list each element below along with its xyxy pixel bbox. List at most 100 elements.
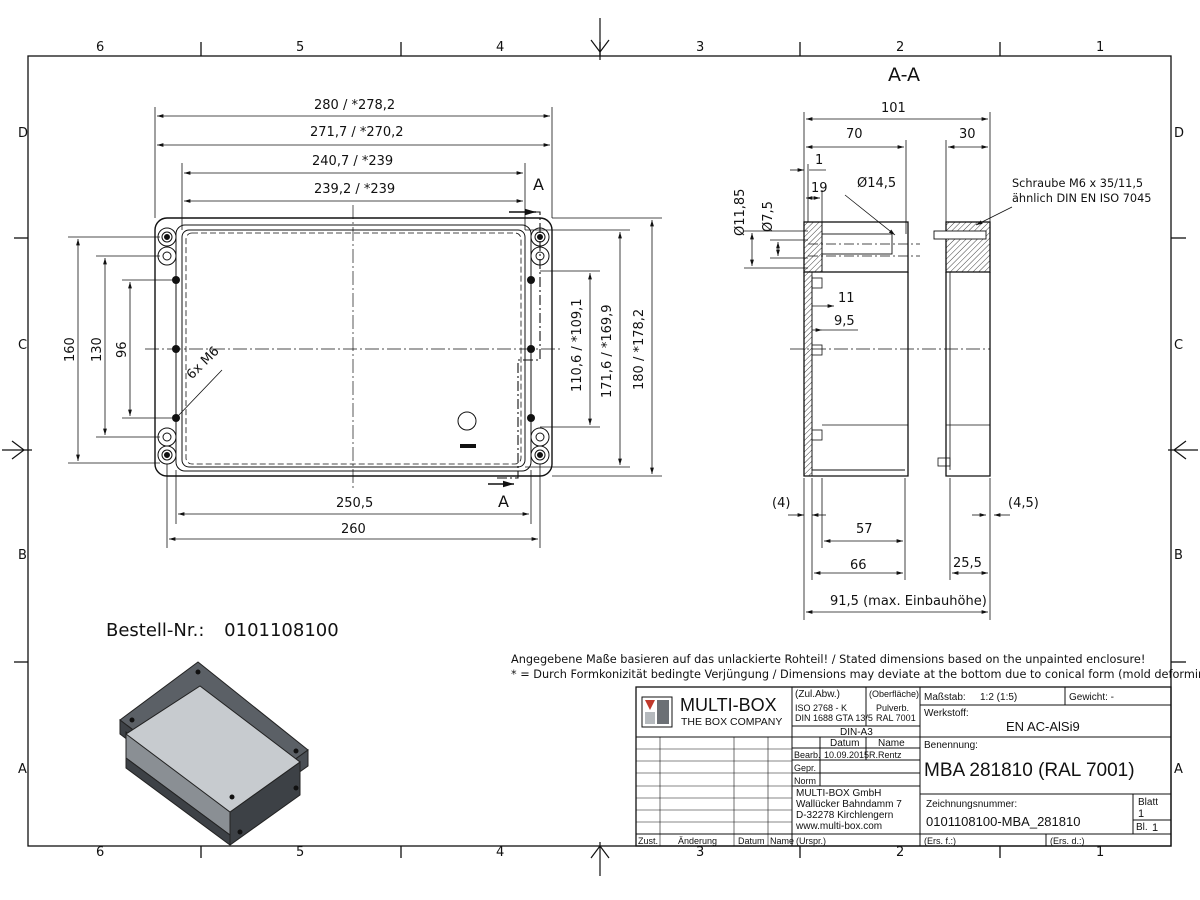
address-3: D-32278 Kirchlengern [796, 810, 894, 821]
bearb-name: R.Rentz [869, 750, 902, 760]
plan-view [68, 107, 662, 548]
sheet-label: Blatt [1138, 797, 1159, 808]
zone-right-B: B [1174, 548, 1183, 563]
note-line-2: * = Durch Formkonizität bedingte Verjüng… [511, 668, 1200, 681]
col-datum: Datum [738, 836, 765, 846]
company-name: MULTI-BOX [680, 695, 777, 715]
dim-280: 280 / *278,2 [314, 98, 396, 113]
dim-19: 19 [811, 181, 828, 196]
dim-4-5: (4,5) [1008, 496, 1039, 511]
col-zust: Zust. [638, 836, 659, 846]
dim-171: 171,6 / *169,9 [600, 304, 615, 398]
sheets-value: 1 [1152, 822, 1159, 834]
zone-left-A: A [18, 762, 27, 777]
scale-label: Maßstab: [924, 692, 966, 703]
zone-top-1: 1 [1096, 40, 1105, 55]
screw-note-1: Schraube M6 x 35/11,5 [1012, 177, 1144, 190]
designation-value: MBA 281810 (RAL 7001) [924, 760, 1135, 781]
dim-250: 250,5 [336, 496, 374, 511]
zone-right-A: A [1174, 762, 1183, 777]
dim-57: 57 [856, 522, 873, 537]
weight-label: Gewicht: - [1069, 692, 1115, 703]
order-label: Bestell-Nr.: [106, 620, 205, 641]
dim-91-5: 91,5 (max. Einbauhöhe) [830, 594, 987, 609]
replaced-by-label: (Ers. d.:) [1050, 836, 1085, 846]
dim-240: 240,7 / *239 [312, 154, 394, 169]
company-tagline: THE BOX COMPANY [681, 716, 783, 728]
dim-25-5: 25,5 [953, 556, 982, 571]
bearb-date: 10.09.2015 [824, 750, 870, 760]
row-bearb: Bearb. [794, 750, 821, 760]
header-datum: Datum [830, 738, 860, 749]
tol-iso: ISO 2768 - K [795, 703, 848, 713]
zone-left-B: B [18, 548, 27, 563]
dim-1: 1 [815, 153, 824, 168]
zone-bottom-6: 6 [96, 845, 105, 860]
dim-66: 66 [850, 558, 867, 573]
section-title: A-A [888, 64, 921, 86]
dim-180: 180 / *178,2 [632, 308, 647, 390]
material-value: EN AC-AlSi9 [1006, 719, 1080, 734]
zone-bottom-1: 1 [1096, 845, 1105, 860]
zone-bottom-5: 5 [296, 845, 305, 860]
zone-top-2: 2 [896, 40, 905, 55]
row-norm: Norm [794, 776, 816, 786]
screw-note-2: ähnlich DIN EN ISO 7045 [1012, 192, 1152, 205]
title-block [635, 686, 1172, 847]
order-value: 0101108100 [224, 620, 339, 641]
dim-9-5: 9,5 [834, 314, 855, 329]
section-marker-top: A [533, 175, 544, 194]
zone-top-4: 4 [496, 40, 505, 55]
dim-96: 96 [115, 341, 130, 358]
dim-101: 101 [881, 101, 906, 116]
section-view [744, 112, 1013, 620]
address-1: MULTI-BOX GmbH [796, 788, 882, 799]
sheet-value: 1 [1138, 808, 1145, 820]
address-2: Wallücker Bahndamm 7 [796, 799, 902, 810]
surface-color: RAL 7001 [876, 713, 916, 723]
dim-160: 160 [63, 337, 78, 362]
designation-label: Benennung: [924, 740, 978, 751]
zone-top-5: 5 [296, 40, 305, 55]
dim-11: 11 [838, 291, 855, 306]
dim-d14-5: Ø14,5 [857, 176, 897, 191]
dim-4: (4) [772, 496, 791, 511]
col-aenderung: Änderung [678, 836, 718, 846]
note-line-1: Angegebene Maße basieren auf das unlacki… [511, 653, 1146, 666]
zone-left-D: D [18, 126, 29, 141]
zone-left-C: C [18, 338, 28, 353]
header-name: Name [878, 738, 905, 749]
dim-130: 130 [90, 337, 105, 362]
material-label: Werkstoff: [924, 708, 969, 719]
dim-239: 239,2 / *239 [314, 182, 396, 197]
paper-format: DIN-A3 [840, 727, 873, 738]
zone-bottom-2: 2 [896, 845, 905, 860]
zone-right-D: D [1174, 126, 1185, 141]
dim-d11-85: Ø11,85 [733, 188, 748, 236]
replaces-label: (Ers. f.:) [924, 836, 956, 846]
original-label: (Urspr.) [796, 836, 826, 846]
dim-30: 30 [959, 127, 976, 142]
surface-type: Pulverb. [876, 703, 910, 713]
row-gepr: Gepr. [794, 763, 817, 773]
dim-110: 110,6 / *109,1 [570, 298, 585, 392]
zone-bottom-3: 3 [696, 845, 705, 860]
dim-d7-5: Ø7,5 [761, 201, 776, 232]
zone-top-6: 6 [96, 40, 105, 55]
order-number: Bestell-Nr.: 0101108100 [106, 620, 339, 641]
dim-70: 70 [846, 127, 863, 142]
sheets-label: Bl. [1136, 822, 1148, 833]
zone-top-3: 3 [696, 40, 705, 55]
scale-value: 1:2 (1:5) [980, 692, 1018, 703]
drawing-number-value: 0101108100-MBA_281810 [926, 814, 1081, 829]
drawing-number-label: Zeichnungsnummer: [926, 799, 1018, 810]
surface-label: (Oberfläche) [869, 689, 920, 699]
tol-label: (Zul.Abw.) [795, 689, 841, 700]
zone-right-C: C [1174, 338, 1184, 353]
zone-bottom-4: 4 [496, 845, 505, 860]
dim-260: 260 [341, 522, 366, 537]
section-marker-bottom: A [498, 492, 509, 511]
col-name: Name [770, 836, 795, 846]
enclosure-3d-view [119, 661, 309, 846]
